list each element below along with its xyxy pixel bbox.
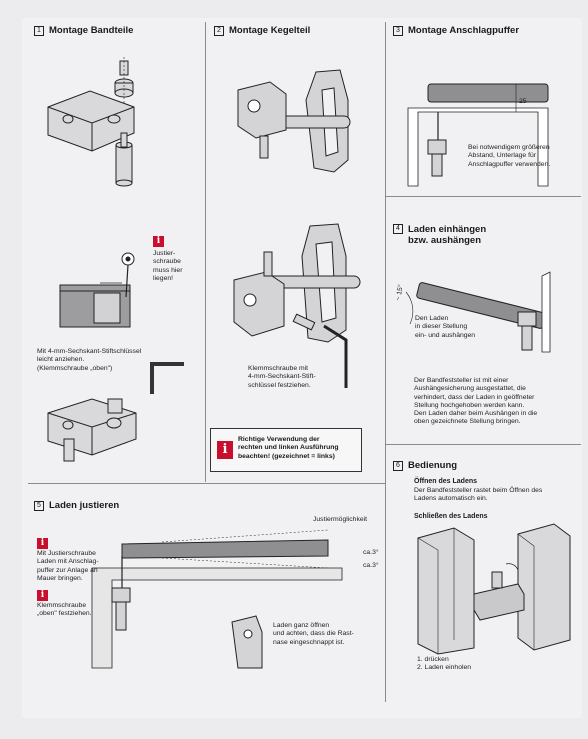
justier-screw-drawing [59, 252, 135, 328]
section-title-text: Montage Kegelteil [229, 25, 311, 36]
info-icon: i [153, 236, 164, 247]
section-2-title: 2 Montage Kegelteil [214, 25, 310, 36]
info-icon: i [37, 538, 48, 549]
operation-drawing [417, 523, 571, 655]
info-icon: i [217, 441, 233, 459]
section-title-text: Laden justieren [49, 500, 120, 511]
clamp-top-note: Klemmschraube„oben" festziehen. [37, 602, 92, 618]
adjust-range-label: Justiermöglichkeit [313, 516, 368, 523]
section-number: 6 [393, 460, 403, 471]
section-number: 2 [214, 25, 224, 36]
section-1-title: 1 Montage Bandteile [34, 25, 133, 36]
hex-key-drawing [150, 362, 184, 394]
section-6-title: 6 Bedienung [393, 460, 457, 471]
section-3-title: 3 Montage Anschlagpuffer [393, 25, 519, 36]
divider [385, 22, 386, 702]
angle-label: ca.3° [363, 562, 379, 569]
hinge-assembled-drawing [47, 398, 137, 462]
dim-label: 25 [519, 98, 527, 105]
cone-part-clamp-drawing [233, 223, 361, 388]
section-number: 3 [393, 25, 403, 36]
section-5-title: 5 Laden justieren [34, 500, 119, 511]
buffer-drawing [407, 83, 549, 187]
section-title-text: Montage Bandteile [49, 25, 134, 36]
open-text: Der Bandfeststeller rastet beim Öffnen d… [414, 487, 543, 503]
open-heading: Öffnen des Ladens [414, 478, 478, 485]
info-icon: i [37, 590, 48, 601]
divider [28, 483, 385, 484]
section-number: 4 [393, 224, 403, 234]
section-number: 5 [34, 500, 44, 511]
divider [205, 22, 206, 482]
section-number: 1 [34, 25, 44, 36]
hinge-exploded-drawing [47, 57, 135, 187]
adjust-drawing [91, 529, 343, 669]
close-heading: Schließen des Ladens [414, 513, 488, 520]
section-title-text: Bedienung [408, 460, 458, 471]
hang-drawing [405, 271, 551, 353]
section-title-text: Montage Anschlagpuffer [408, 25, 520, 36]
divider [385, 196, 581, 197]
latch-drawing [231, 615, 263, 669]
cone-part-drawing [237, 69, 351, 173]
angle-label: ca.3° [363, 549, 379, 556]
divider [385, 444, 581, 445]
